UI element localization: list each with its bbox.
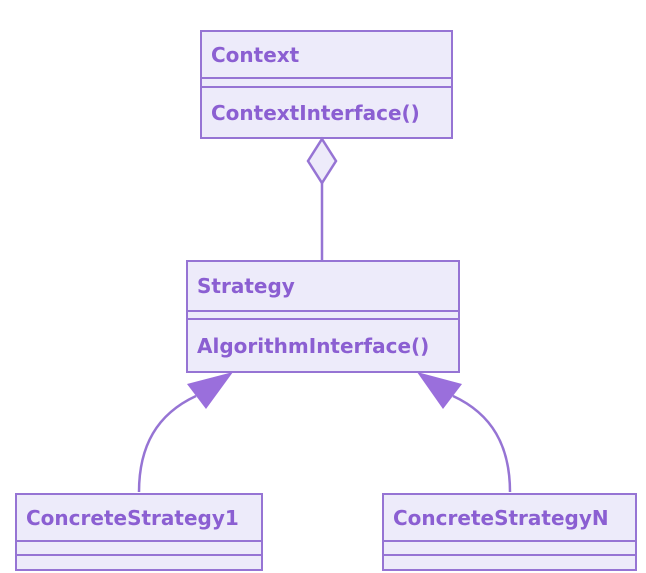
- attributes-compartment-concrete-strategy-n: [384, 540, 635, 556]
- class-box-concrete-strategy-n: ConcreteStrategyN: [382, 493, 637, 571]
- methods-compartment-concrete-strategy-n: [384, 556, 635, 569]
- attributes-compartment-strategy: [188, 310, 458, 320]
- inheritance-arrowhead-left-icon: [187, 372, 233, 409]
- methods-compartment-concrete-strategy-1: [17, 556, 261, 569]
- inheritance-curve-right: [452, 394, 512, 493]
- inheritance-curve-left: [137, 394, 197, 493]
- class-box-concrete-strategy-1: ConcreteStrategy1: [15, 493, 263, 571]
- class-name-context: Context: [211, 42, 300, 67]
- method-context-interface: ContextInterface(): [211, 100, 420, 125]
- method-algorithm-interface: AlgorithmInterface(): [197, 333, 430, 358]
- class-name-concrete-strategy-1: ConcreteStrategy1: [26, 505, 239, 530]
- inheritance-arrowhead-right-icon: [417, 372, 462, 409]
- class-name-strategy: Strategy: [197, 274, 295, 298]
- class-box-strategy: Strategy AlgorithmInterface(): [186, 260, 460, 373]
- aggregation-diamond-icon: [306, 136, 338, 186]
- attributes-compartment-concrete-strategy-1: [17, 540, 261, 556]
- attributes-compartment-context: [202, 77, 451, 88]
- class-box-context: Context ContextInterface(): [200, 30, 453, 139]
- class-name-concrete-strategy-n: ConcreteStrategyN: [393, 505, 609, 530]
